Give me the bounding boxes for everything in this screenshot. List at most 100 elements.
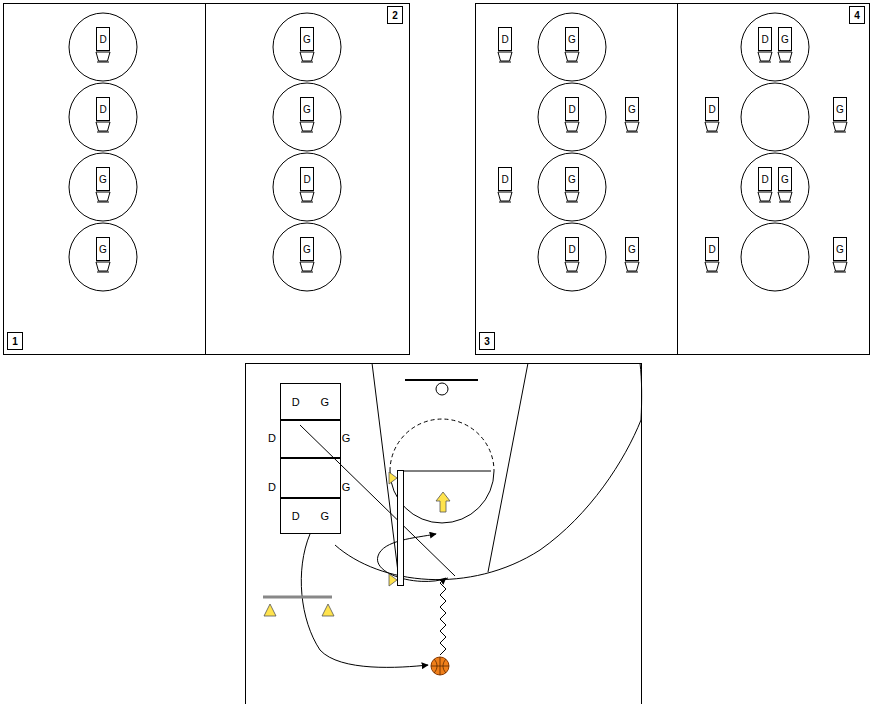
cup-marker — [833, 122, 847, 132]
station-circle — [538, 13, 606, 81]
cup-marker — [96, 52, 110, 62]
cup-marker — [625, 122, 639, 132]
cup-marker — [300, 52, 314, 62]
cup-marker — [300, 122, 314, 132]
cup-marker — [705, 122, 719, 132]
station-circle — [273, 153, 341, 221]
line-divider — [280, 457, 341, 459]
free-throw-circle — [390, 471, 494, 523]
player-box: G — [300, 97, 314, 121]
player-box: D — [565, 97, 578, 121]
direction-arrow — [436, 492, 450, 512]
player-letter: G — [781, 34, 789, 45]
station-circle — [69, 83, 137, 151]
player-letter: D — [291, 396, 301, 408]
cup-marker — [625, 262, 639, 272]
three-point-arc — [335, 420, 641, 580]
player-box: G — [778, 167, 792, 191]
player-letter: G — [320, 510, 331, 522]
player-letter: D — [761, 34, 768, 45]
player-box: G — [300, 237, 314, 261]
cone — [264, 604, 276, 616]
player-box: G — [833, 237, 847, 261]
player-letter: G — [568, 34, 576, 45]
player-letter: G — [303, 104, 311, 115]
cup-marker — [96, 262, 110, 272]
cone — [322, 604, 334, 616]
player-row: DG — [282, 385, 340, 420]
pad-bar — [398, 471, 404, 586]
player-letter: G — [341, 481, 352, 494]
station-circle — [538, 83, 606, 151]
player-letter: G — [99, 244, 107, 255]
player-box: D — [565, 237, 578, 261]
player-letter: D — [708, 104, 715, 115]
callout-number: 2 — [392, 10, 398, 21]
player-letter: D — [568, 244, 575, 255]
player-box: G — [833, 97, 847, 121]
player-box: D — [705, 97, 718, 121]
player-box: G — [778, 27, 792, 51]
station-circle — [538, 223, 606, 291]
player-letter: D — [291, 510, 301, 522]
cup-marker — [565, 52, 579, 62]
cup-marker — [96, 122, 110, 132]
player-box: G — [565, 27, 579, 51]
player-letter: G — [303, 244, 311, 255]
cup-marker — [96, 192, 110, 202]
station-circle — [69, 13, 137, 81]
player-line-box — [281, 384, 341, 534]
player-letter: D — [99, 34, 106, 45]
panel-number: 2 — [387, 6, 403, 24]
panel-divider — [677, 4, 678, 355]
basketball — [431, 657, 449, 675]
dribble-arrow — [440, 578, 446, 655]
cut-line — [300, 425, 455, 576]
player-box: D — [300, 167, 313, 191]
cup-marker — [300, 262, 314, 272]
player-letter: G — [781, 174, 789, 185]
station-circle — [741, 153, 809, 221]
free-throw-line — [398, 471, 491, 472]
callout-number: 4 — [854, 10, 860, 21]
callout-number: 3 — [484, 336, 490, 347]
player-box: G — [565, 167, 579, 191]
panel-number: 1 — [7, 332, 23, 350]
cup-marker — [498, 192, 512, 202]
player-letter: G — [628, 244, 636, 255]
player-box: D — [96, 27, 109, 51]
panel-number: 3 — [479, 332, 495, 350]
court-frame — [246, 364, 642, 704]
player-letter: D — [267, 432, 277, 445]
player-letter: G — [341, 432, 352, 445]
callout-number: 1 — [12, 336, 18, 347]
line-divider — [280, 497, 341, 499]
player-letter: D — [501, 174, 508, 185]
cone-bar — [263, 596, 332, 599]
line-divider — [280, 419, 341, 421]
player-letter: D — [303, 174, 310, 185]
cup-marker — [833, 262, 847, 272]
player-letter: D — [568, 104, 575, 115]
move-arrow — [301, 534, 428, 667]
player-letter: G — [568, 174, 576, 185]
cup-marker — [778, 52, 792, 62]
cup-marker — [778, 192, 792, 202]
player-box: G — [96, 237, 110, 261]
player-box: D — [758, 167, 771, 191]
loop-arrow — [377, 534, 448, 581]
player-letter: D — [501, 34, 508, 45]
station-circle — [741, 13, 809, 81]
player-letter: G — [836, 244, 844, 255]
cup-marker — [758, 52, 772, 62]
player-box: D — [758, 27, 771, 51]
station-circle — [69, 223, 137, 291]
player-box: G — [625, 237, 639, 261]
player-letter: D — [708, 244, 715, 255]
player-box: G — [300, 27, 314, 51]
player-box: G — [625, 97, 639, 121]
station-circle — [741, 83, 809, 151]
player-letter: D — [761, 174, 768, 185]
cup-marker — [300, 192, 314, 202]
